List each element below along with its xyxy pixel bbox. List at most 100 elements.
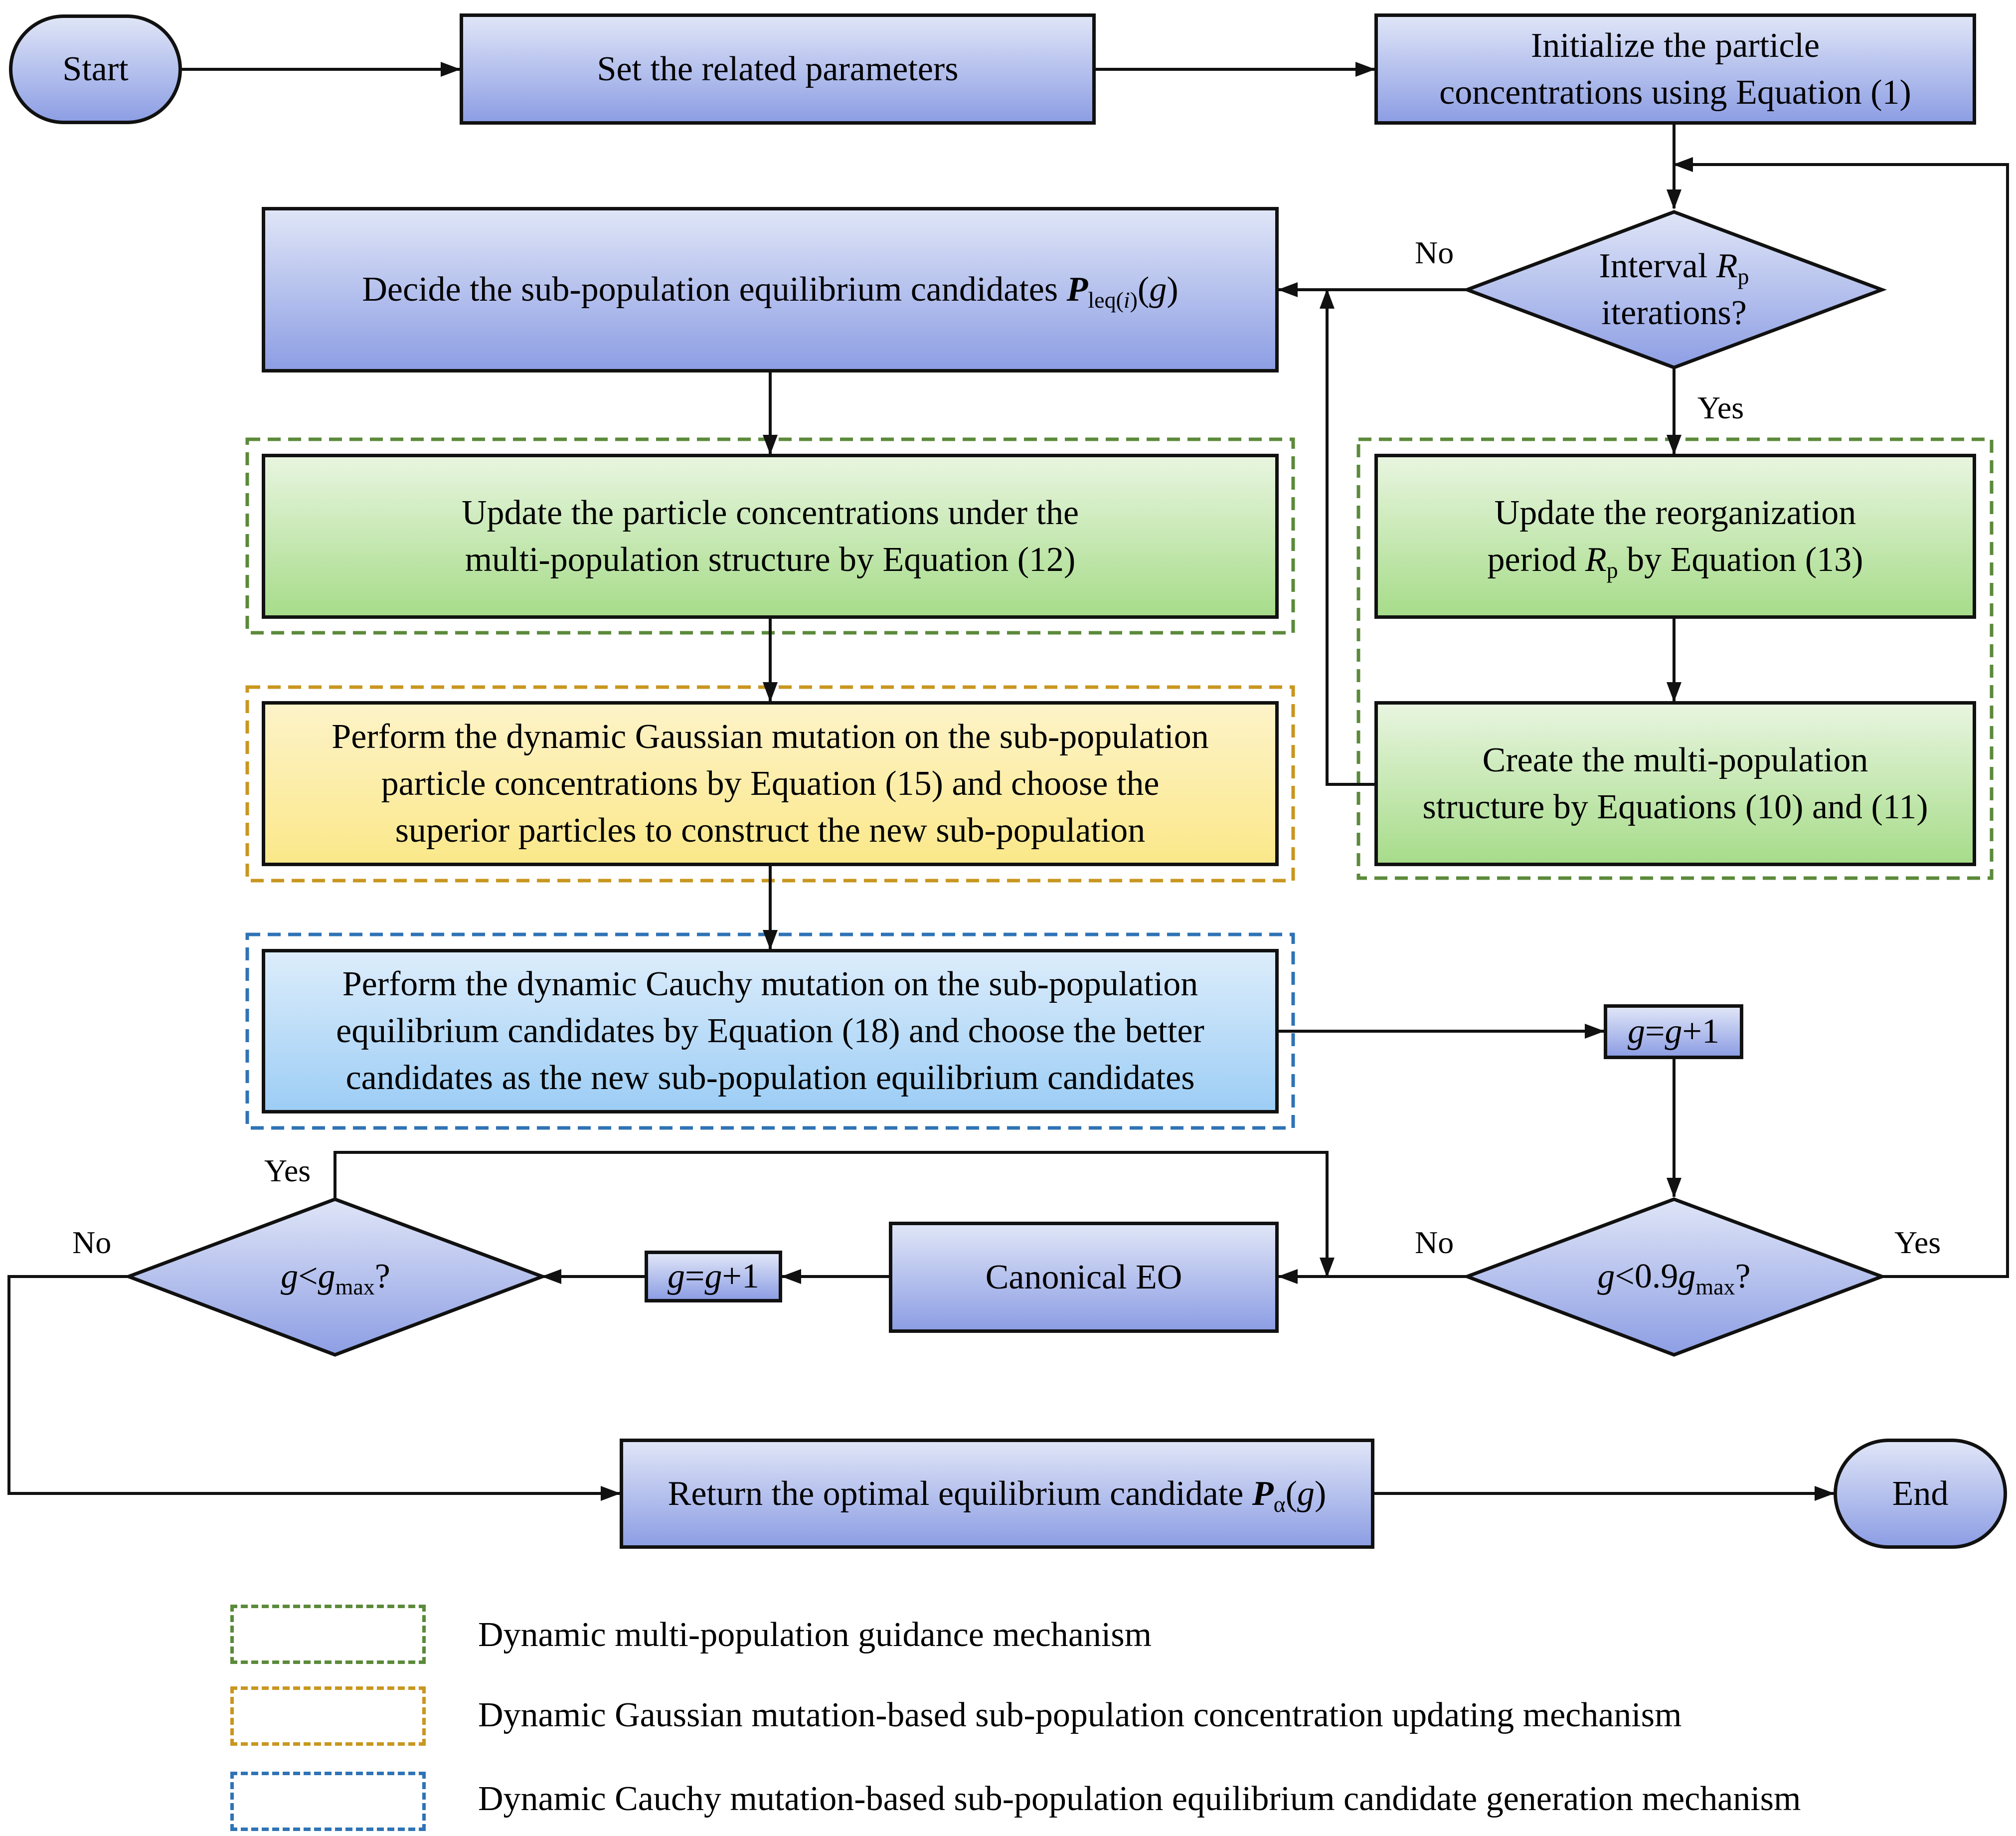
- gmax-var2: g: [318, 1257, 336, 1295]
- update-period-text-b: by Equation (13): [1618, 540, 1863, 579]
- gmax-mid: <: [298, 1257, 318, 1295]
- g09-label: g<0.9gmax?: [1597, 1253, 1750, 1300]
- update-period-line-2: period Rp by Equation (13): [1488, 537, 1863, 583]
- g09-no-label: No: [1415, 1225, 1454, 1260]
- g09-q: ?: [1735, 1257, 1751, 1295]
- increment-g-2-var: g: [668, 1257, 685, 1295]
- cauchy-line-3: candidates as the new sub-population equ…: [345, 1059, 1195, 1097]
- gmax-label: g<gmax?: [281, 1253, 390, 1300]
- interval-line-2: iterations?: [1601, 294, 1747, 332]
- start-label: Start: [62, 50, 129, 88]
- update-particle-line-2: multi-population structure by Equation (…: [465, 540, 1076, 579]
- g09-var: g: [1597, 1257, 1615, 1295]
- canonical-eo-box: Canonical EO: [889, 1222, 1279, 1333]
- return-optimal-label: Return the optimal equilibrium candidate…: [668, 1470, 1327, 1517]
- increment-g-2-label: g=g+1: [668, 1253, 759, 1300]
- gmax-sub: max: [335, 1274, 375, 1299]
- end-label: End: [1892, 1474, 1949, 1513]
- decide-text: Decide the sub-population equilibrium ca…: [362, 270, 1067, 309]
- return-symbol: P: [1252, 1474, 1274, 1513]
- update-particle-box: Update the particle concentrations under…: [262, 454, 1279, 619]
- g09-sub: max: [1695, 1274, 1735, 1299]
- g09-var2: g: [1678, 1257, 1696, 1295]
- create-multi-line-1: Create the multi-population: [1482, 740, 1868, 779]
- end-terminal: End: [1834, 1439, 2007, 1549]
- gaussian-line-2: particle concentrations by Equation (15)…: [381, 764, 1160, 803]
- decide-arg-open: (: [1138, 270, 1150, 309]
- create-multi-line-2: structure by Equations (10) and (11): [1422, 787, 1928, 826]
- decision-gmax-shape: [124, 1197, 547, 1357]
- edge-gmax-yes-loop: [334, 1151, 1335, 1278]
- set-parameters-box: Set the related parameters: [460, 13, 1096, 125]
- decide-sub-close: ): [1130, 287, 1138, 313]
- decision-gmax-text: g<gmax?: [157, 1227, 514, 1326]
- initialize-line-1: Initialize the particle: [1530, 26, 1820, 65]
- increment-g-eq: =: [1645, 1012, 1665, 1051]
- gmax-var: g: [281, 1257, 299, 1295]
- increment-g-var: g: [1628, 1012, 1646, 1051]
- legend-swatch-gold: [230, 1686, 426, 1746]
- decide-symbol: P: [1066, 270, 1088, 309]
- legend-swatch-blue: [230, 1772, 426, 1831]
- increment-g-2-var2: g: [704, 1257, 722, 1295]
- increment-g-box-2: g=g+1: [645, 1251, 782, 1302]
- legend-text-blue: Dynamic Cauchy mutation-based sub-popula…: [478, 1780, 1801, 1818]
- decision-g09-shape: [1462, 1197, 1887, 1357]
- return-arg-open: (: [1285, 1474, 1298, 1513]
- decide-sub: leq(: [1088, 287, 1124, 313]
- decide-sub-index: i: [1123, 287, 1130, 313]
- return-arg-close: ): [1315, 1474, 1327, 1513]
- set-parameters-label: Set the related parameters: [597, 49, 959, 88]
- interval-text: Interval: [1599, 247, 1716, 285]
- edge-create-to-decide: [1320, 289, 1374, 786]
- decision-interval-text: Interval Rp iterations?: [1496, 237, 1852, 343]
- gaussian-line-3: superior particles to construct the new …: [395, 811, 1146, 850]
- interval-line-1: Interval Rp: [1599, 243, 1749, 290]
- gmax-yes-label: Yes: [264, 1153, 311, 1188]
- increment-g-box: g=g+1: [1604, 1004, 1743, 1059]
- increment-g-2-rest: +1: [722, 1257, 759, 1295]
- interval-sub: p: [1737, 264, 1749, 289]
- gaussian-line-1: Perform the dynamic Gaussian mutation on…: [332, 717, 1209, 756]
- increment-g-var2: g: [1665, 1012, 1682, 1051]
- cauchy-line-1: Perform the dynamic Cauchy mutation on t…: [342, 965, 1198, 1003]
- start-terminal: Start: [9, 14, 182, 124]
- return-optimal-box: Return the optimal equilibrium candidate…: [620, 1439, 1374, 1549]
- decide-arg: g: [1149, 270, 1167, 309]
- decide-arg-close: ): [1167, 270, 1178, 309]
- interval-yes-label: Yes: [1697, 390, 1744, 425]
- update-particle-line-1: Update the particle concentrations under…: [461, 493, 1079, 532]
- edge-gmax-no-to-return: [7, 1275, 621, 1501]
- decide-candidates-box: Decide the sub-population equilibrium ca…: [262, 207, 1279, 372]
- update-period-box: Update the reorganization period Rp by E…: [1374, 454, 1976, 619]
- decision-g09-text: g<0.9gmax?: [1496, 1227, 1852, 1326]
- update-period-symbol: R: [1585, 540, 1607, 579]
- return-sub: α: [1273, 1491, 1286, 1517]
- legend-text-green: Dynamic multi-population guidance mechan…: [478, 1616, 1152, 1654]
- cauchy-line-2: equilibrium candidates by Equation (18) …: [336, 1012, 1204, 1050]
- increment-g-rest: +1: [1682, 1012, 1719, 1051]
- edge-g09-yes-loop: [1673, 157, 2009, 1278]
- legend-text-gold: Dynamic Gaussian mutation-based sub-popu…: [478, 1696, 1682, 1734]
- increment-g-label: g=g+1: [1628, 1008, 1719, 1055]
- legend-swatch-green: [230, 1605, 426, 1664]
- gmax-q: ?: [374, 1257, 390, 1295]
- update-period-line-1: Update the reorganization: [1494, 493, 1856, 532]
- update-period-sub: p: [1606, 557, 1618, 583]
- canonical-eo-label: Canonical EO: [985, 1258, 1182, 1296]
- gmax-no-label: No: [72, 1225, 112, 1260]
- initialize-box: Initialize the particle concentrations u…: [1374, 13, 1976, 125]
- increment-g-2-eq: =: [685, 1257, 705, 1295]
- initialize-line-2: concentrations using Equation (1): [1439, 73, 1911, 112]
- interval-no-label: No: [1415, 235, 1454, 270]
- decision-interval-shape: [1462, 210, 1887, 369]
- gaussian-mutation-box: Perform the dynamic Gaussian mutation on…: [262, 701, 1279, 866]
- return-text: Return the optimal equilibrium candidate: [668, 1474, 1252, 1513]
- update-period-text-a: period: [1487, 540, 1585, 579]
- g09-mid: <0.9: [1615, 1257, 1679, 1295]
- create-multi-population-box: Create the multi-population structure by…: [1374, 701, 1976, 866]
- return-arg: g: [1297, 1474, 1315, 1513]
- decide-candidates-label: Decide the sub-population equilibrium ca…: [362, 266, 1178, 313]
